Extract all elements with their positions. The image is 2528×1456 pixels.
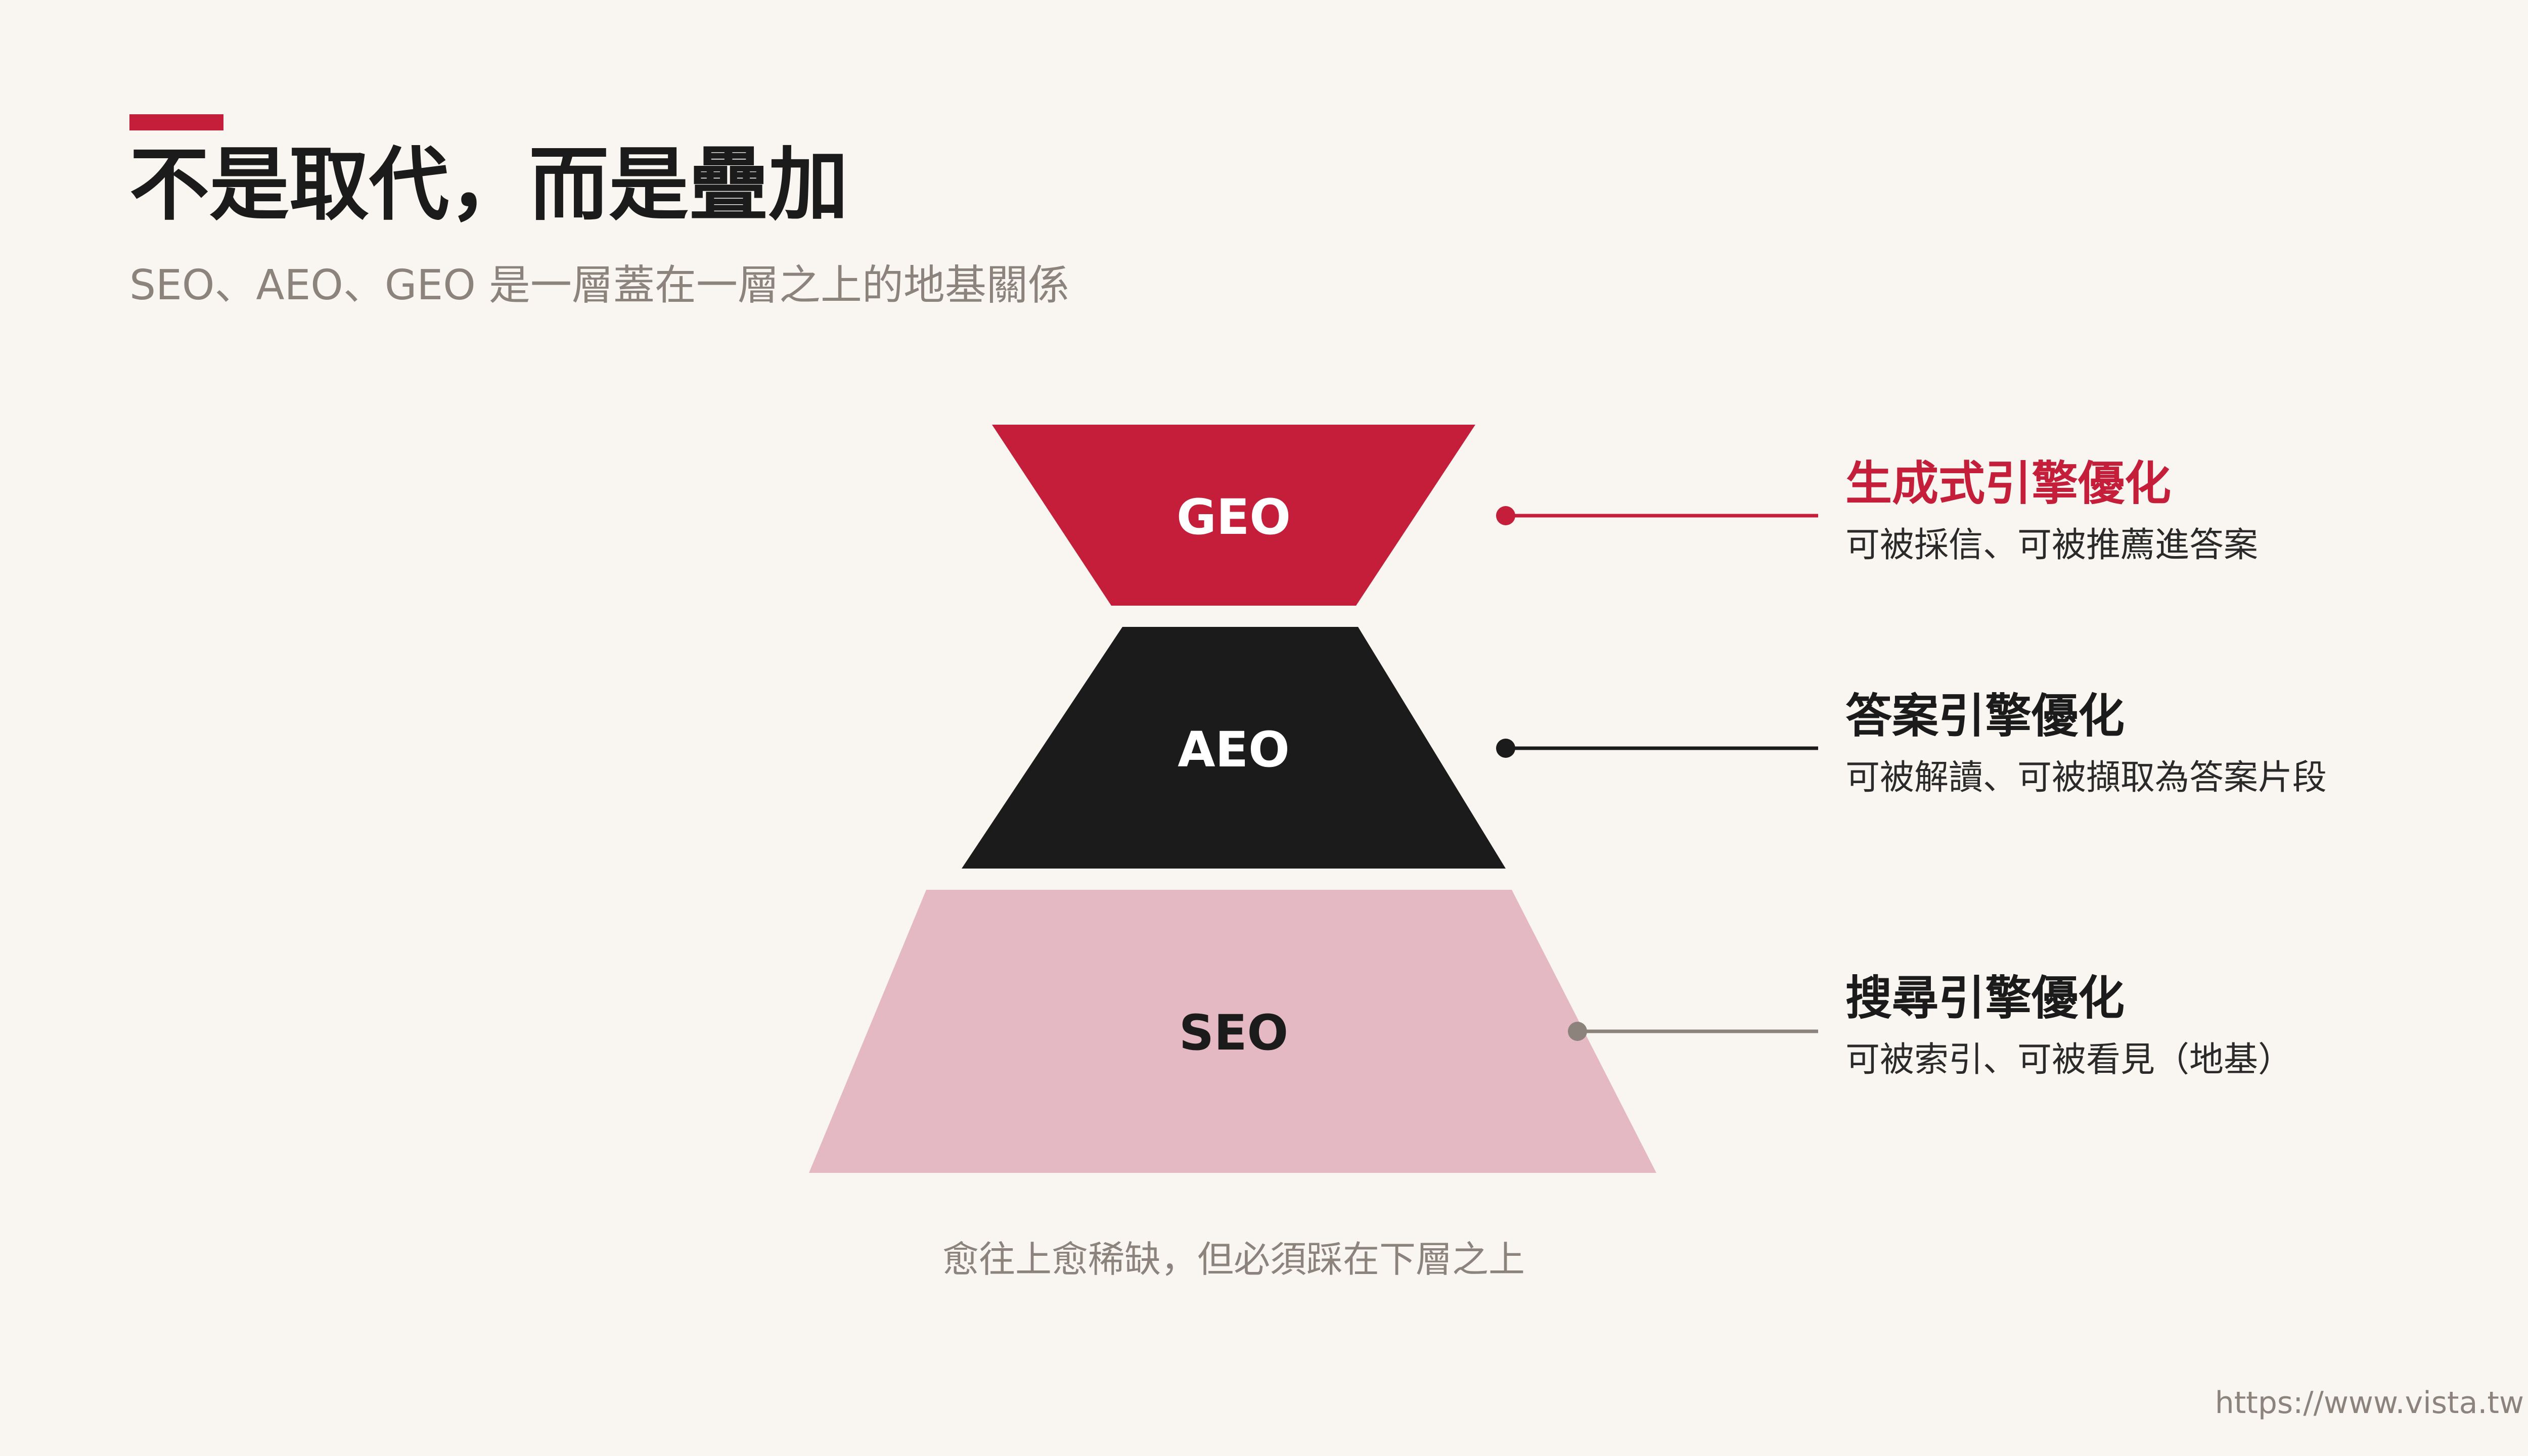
seo-description: 可被索引、可被看見（地基） — [1845, 1040, 2293, 1080]
title-accent-bar — [129, 114, 223, 130]
seo-title: 搜尋引擎優化 — [1845, 971, 2125, 1025]
page-title: 不是取代，而是疊加 — [129, 139, 848, 232]
aeo-layer-label: AEO — [1178, 721, 1289, 778]
geo-layer-label: GEO — [1177, 489, 1291, 545]
footnote: 愈往上愈稀缺，但必須踩在下層之上 — [942, 1238, 1525, 1281]
page-subtitle: SEO、AEO、GEO 是一層蓋在一層之上的地基關係 — [129, 261, 1069, 309]
seo-layer-shape — [809, 890, 1656, 1173]
seo-layer-label: SEO — [1179, 1005, 1288, 1061]
site-url: https://www.vista.tw — [2215, 1385, 2524, 1421]
geo-description: 可被採信、可被推薦進答案 — [1845, 525, 2259, 565]
seo-connector-dot — [1568, 1022, 1587, 1041]
aeo-layer-shape — [962, 627, 1506, 869]
aeo-title: 答案引擎優化 — [1845, 689, 2125, 743]
geo-title: 生成式引擎優化 — [1845, 457, 2172, 511]
aeo-connector-dot — [1496, 739, 1515, 758]
geo-connector-dot — [1496, 506, 1515, 525]
aeo-description: 可被解讀、可被擷取為答案片段 — [1845, 758, 2327, 798]
geo-layer-shape — [992, 425, 1475, 606]
